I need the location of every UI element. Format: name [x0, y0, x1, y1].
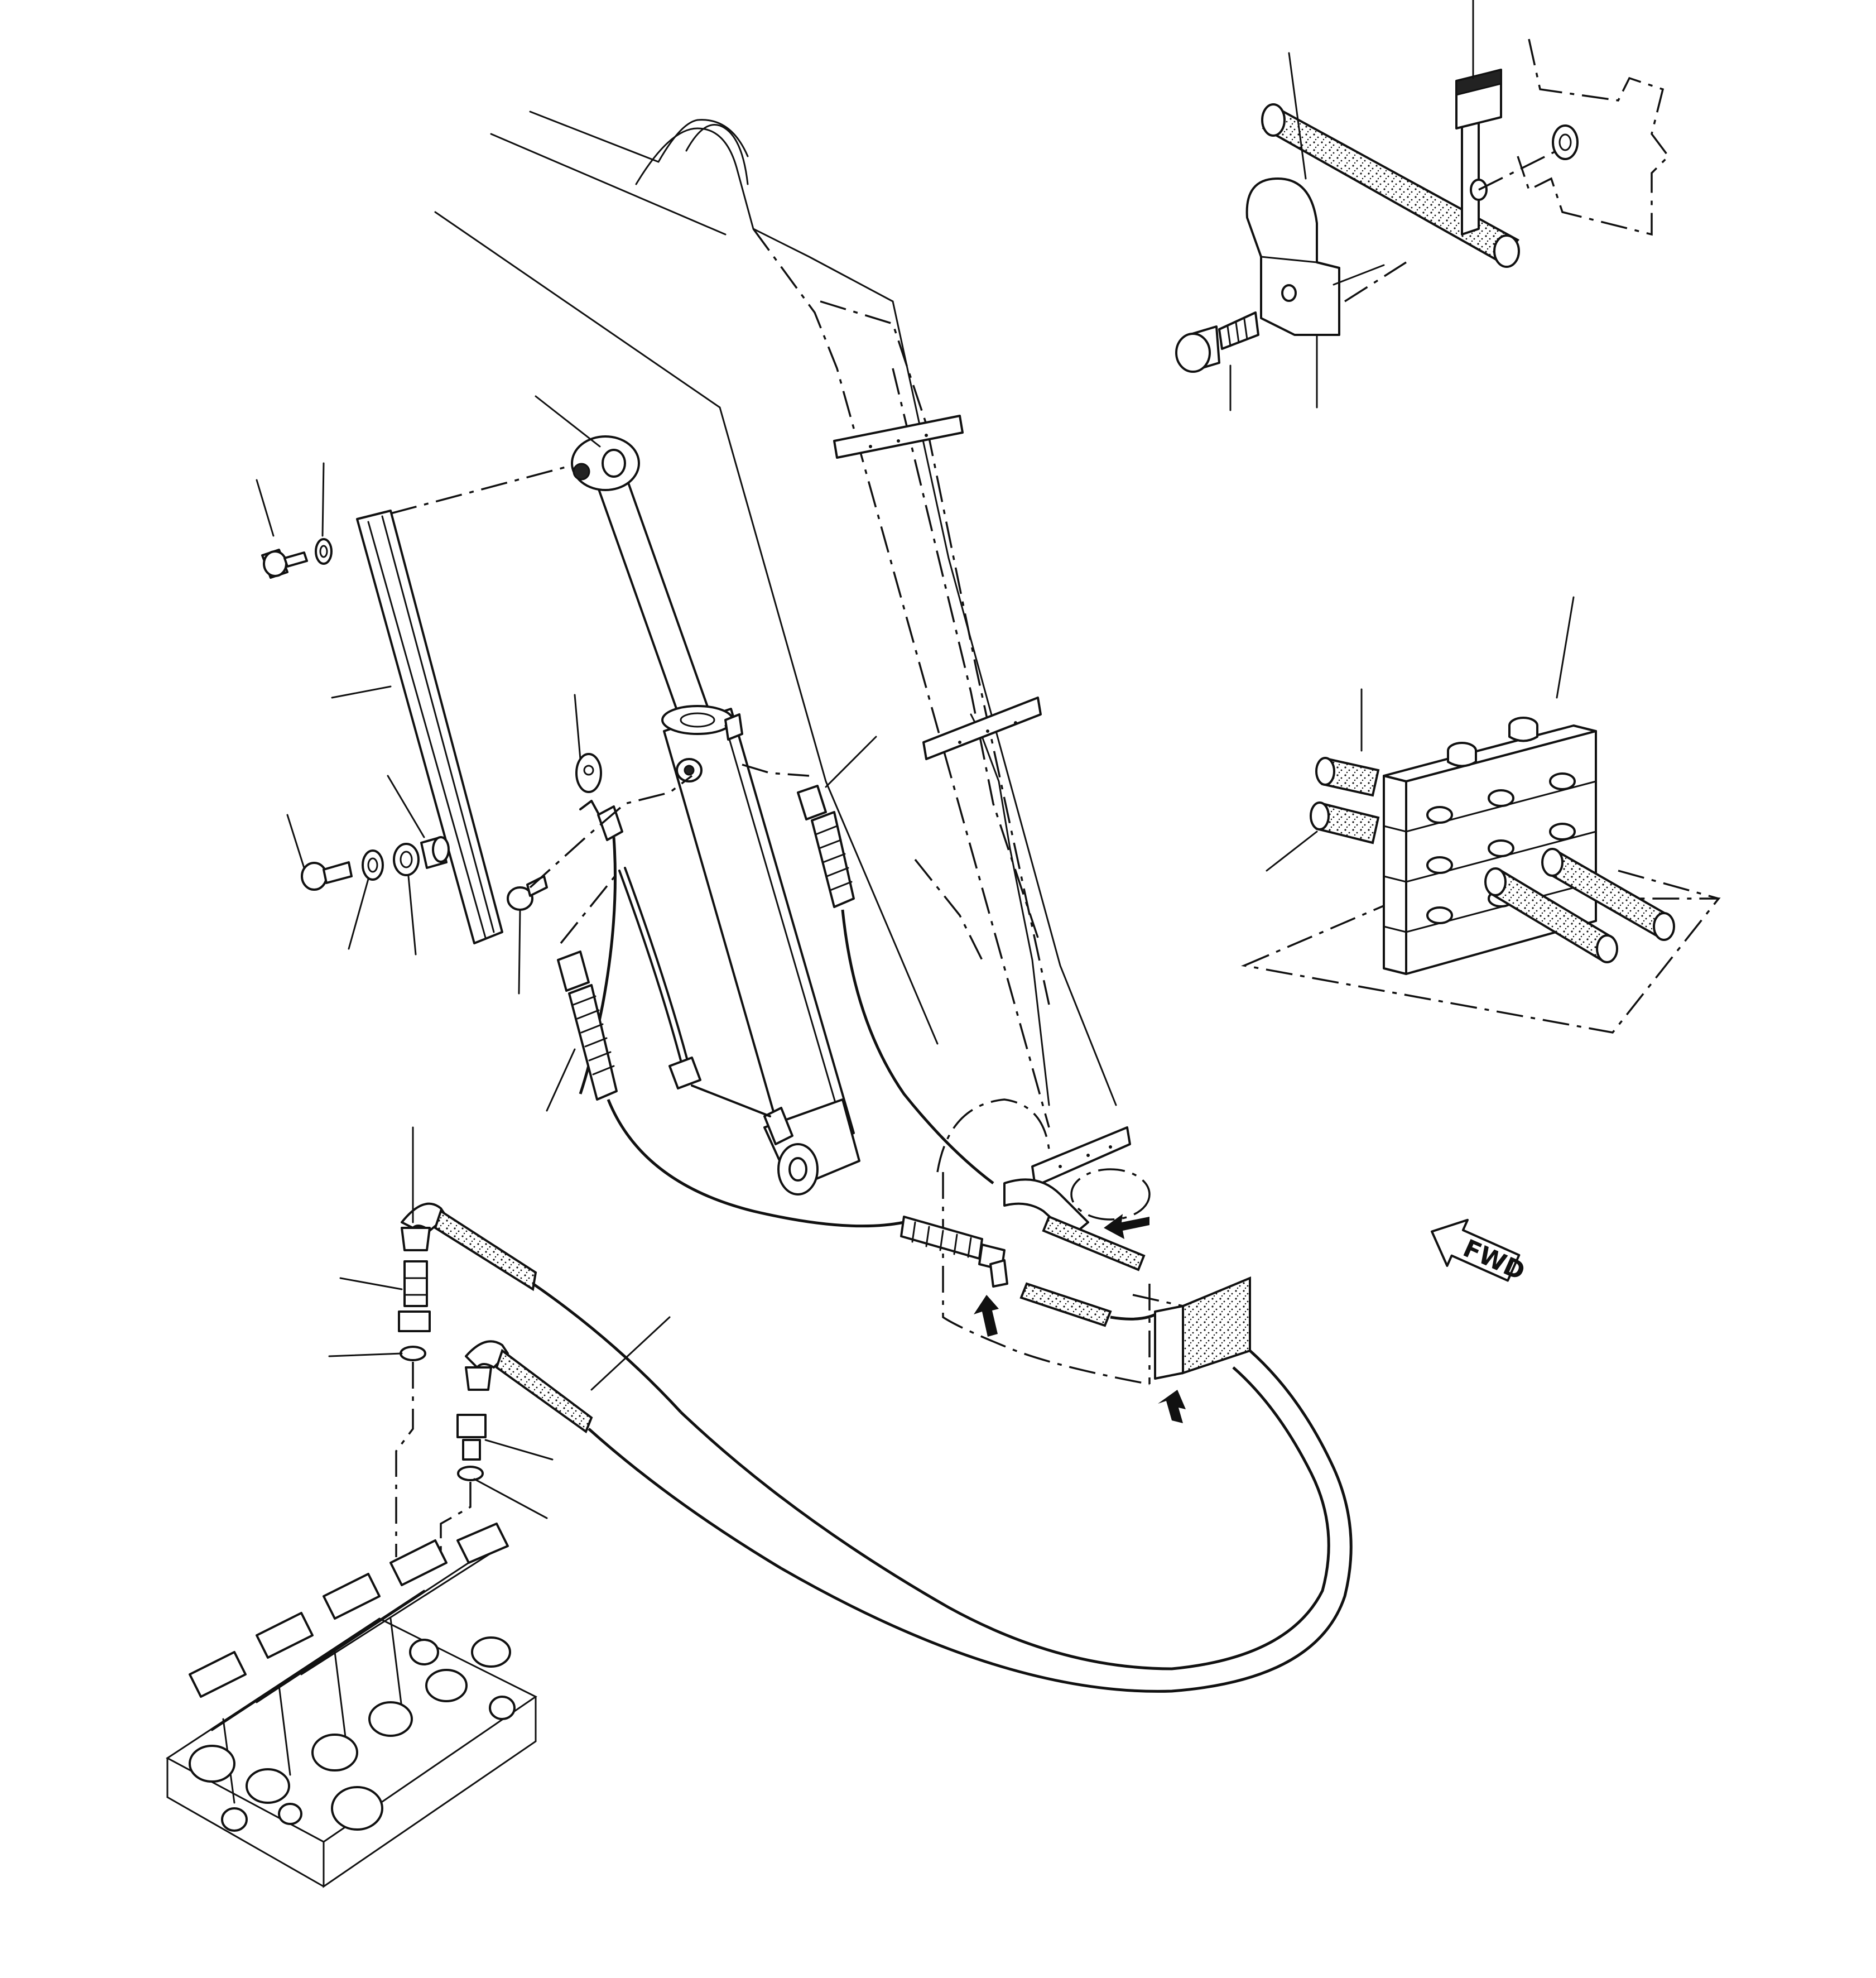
- hydraulic-cylinder: [571, 435, 860, 1196]
- block-pipe-upper-left: [1315, 757, 1380, 797]
- control-valve: [166, 1523, 537, 1888]
- o-ring-2: [457, 1466, 484, 1481]
- adapter-1: [398, 1260, 431, 1332]
- clamp-bolt: [1175, 311, 1259, 373]
- boom-mount-hose-upper: [1003, 1178, 1146, 1271]
- pipe-clamp-inset: [1175, 39, 1670, 373]
- hose-clamp: [989, 1259, 1008, 1288]
- lower-hose-elbow-2: [465, 1340, 782, 1570]
- o-ring-1: [400, 1346, 426, 1361]
- connection-arrow-3: [1158, 1390, 1186, 1423]
- bleed-pipe: [618, 867, 771, 1117]
- bulkhead-block: [1132, 1276, 1251, 1380]
- block-pipe-right-2: [1541, 848, 1675, 941]
- boom-arm-outline: [434, 111, 1151, 1385]
- guard-upper-bolt: [261, 549, 308, 579]
- guard-lower-bolt: [301, 861, 353, 891]
- guard-lower-washer-2: [393, 843, 420, 876]
- block-cap-2: [1508, 717, 1538, 742]
- bracket-nut: [1552, 124, 1579, 160]
- bleed-mount-plate: [575, 753, 602, 793]
- boom-brace-upper: [833, 415, 964, 459]
- block-cap-1: [1447, 742, 1477, 767]
- hose-block-inset: [1240, 717, 1721, 1034]
- guard-spacer: [420, 836, 450, 869]
- adapter-2: [456, 1414, 487, 1461]
- guard-upper-washer: [315, 538, 333, 565]
- guard-lower-washer-1: [362, 849, 384, 881]
- connection-arrow-2: [1104, 1214, 1149, 1239]
- fwd-label: FWD: [1459, 1234, 1529, 1286]
- right-spiral-hose: [742, 764, 994, 1184]
- block-pipe-lower-left: [1310, 801, 1380, 844]
- connection-arrow-1: [974, 1295, 999, 1337]
- bleed-banjo-bolt: [507, 875, 548, 911]
- boom-brace-middle: [922, 697, 1042, 760]
- forward-direction-marker: FWD: [1431, 1218, 1529, 1286]
- callout-leaders: [256, 0, 1575, 1519]
- lower-hose-elbow-1: [401, 1202, 682, 1413]
- left-spiral-hose: [557, 950, 905, 1228]
- cylinder-guard-plate: [356, 462, 581, 944]
- clamp-bracket: [1455, 69, 1502, 236]
- block-pipe-right-1: [1484, 867, 1618, 963]
